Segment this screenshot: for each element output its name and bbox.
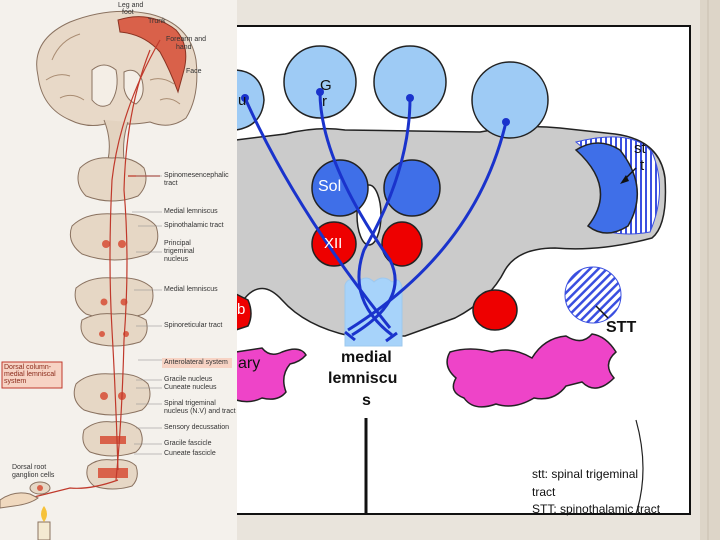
inset-side-7: nucleus (164, 256, 189, 263)
inset-side-3: Medial lemniscus (164, 208, 218, 215)
label-gracile-line1: G (320, 77, 332, 94)
label-olivary-fragment: ary (238, 355, 261, 372)
inset-box-1: Dorsal column- (4, 364, 52, 371)
legend-line-1: stt: spinal trigeminal (532, 467, 639, 481)
inset-anterolateral-box (162, 358, 232, 368)
inset-side-9: Spinoreticular tract (164, 322, 223, 329)
brain-coronal-section (36, 10, 198, 163)
inset-side-19: ganglion cells (12, 472, 55, 479)
inset-side-18: Dorsal root (12, 464, 47, 471)
label-gracile-line2: r (322, 93, 327, 110)
slide-border (700, 0, 720, 540)
label-cuneate-fragment: u (238, 92, 247, 109)
nucleus-ambiguus-right (472, 289, 518, 331)
inset-top-label-6: Face (186, 68, 202, 75)
legend-line-3: STT: spinothalamic tract (532, 502, 661, 516)
inset-side-8: Medial lemniscus (164, 286, 218, 293)
internal-arcuate-fibers (243, 91, 508, 343)
cuneate-nucleus-partial (235, 69, 265, 131)
inset-box-3: system (4, 378, 27, 385)
inset-side-1: Spinomesencephalic (164, 172, 229, 179)
inset-side-13: Spinal trigeminal (164, 400, 216, 407)
inset-side-6: trigeminal (164, 248, 195, 255)
hypoglossal-nucleus-right (381, 221, 423, 267)
inferior-olive-right (446, 333, 617, 408)
hypoglossal-nucleus (311, 221, 357, 267)
inset-system-box (1, 361, 63, 389)
gracile-nucleus (283, 45, 357, 119)
brainstem-sections (69, 157, 159, 490)
inset-side-5: Principal (164, 240, 191, 247)
label-stt: STT (606, 319, 637, 336)
candle-illustration (37, 506, 51, 540)
inset-side-10: Anterolateral system (164, 359, 228, 366)
label-medial-lemniscus-3: s (362, 392, 371, 409)
inset-callout-lines (132, 175, 162, 455)
fiber-origin-dots (241, 88, 510, 126)
dorsal-root-ganglion (29, 481, 51, 495)
inset-side-4: Spinothalamic tract (164, 222, 224, 229)
inset-top-label-4: Forearm and (166, 36, 207, 43)
inset-red-nuclei (98, 240, 129, 478)
inset-box-2: medial lemniscal (4, 371, 56, 378)
inset-side-15: Sensory decussation (164, 424, 229, 431)
nucleus-ambiguus-left (235, 292, 252, 332)
label-amb-fragment: b (237, 301, 246, 318)
label-sol: Sol (318, 178, 342, 195)
stt-arrow (595, 305, 609, 319)
inset-side-11: Gracile nucleus (164, 376, 213, 383)
inset-side-12: Cuneate nucleus (164, 384, 217, 391)
label-st-line2: t (640, 157, 645, 174)
outer-boundary-curve (635, 419, 644, 515)
label-st-line1: st (634, 140, 646, 157)
label-medial-lemniscus-1: medial (341, 349, 392, 366)
cuneate-nucleus-lateral (471, 61, 549, 139)
spinothalamic-tract (564, 266, 622, 324)
inset-side-2: tract (164, 180, 178, 187)
inset-top-label-1: Leg and (118, 2, 144, 9)
inset-side-16: Gracile fascicle (164, 440, 212, 447)
inferior-olive-left (235, 347, 307, 403)
inset-side-17: Cuneate fascicle (164, 450, 216, 457)
inset-top-label-5: hand (176, 44, 192, 51)
label-medial-lemniscus-2: lemniscu (328, 370, 398, 387)
inset-top-label-3: Trunk (148, 18, 166, 25)
label-xii: XII (324, 235, 343, 252)
legend-line-2: tract (532, 485, 556, 499)
inset-top-label-2: foot (122, 9, 134, 16)
inset-side-14: nucleus (N.V) and tract (164, 408, 236, 415)
spinal-trigeminal-nucleus (574, 142, 639, 234)
hand-illustration (0, 492, 39, 509)
